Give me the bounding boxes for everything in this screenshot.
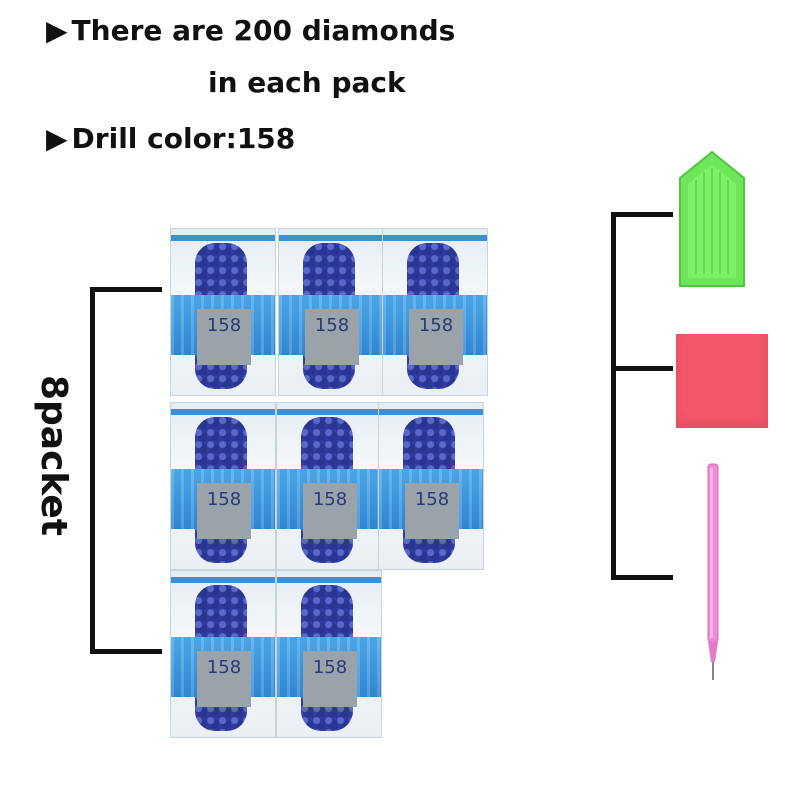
packet-label: 158 (303, 483, 357, 539)
packet-code: 158 (414, 489, 450, 510)
packet-code: 158 (206, 315, 242, 336)
diamond-packet: 158 (170, 402, 276, 570)
diamond-packet: 158 (276, 402, 382, 570)
right-bracket-vertical (611, 212, 616, 580)
packet-label: 158 (197, 309, 251, 365)
left-bracket-top (90, 287, 162, 292)
packet-zip-strip (279, 235, 383, 241)
right-bracket-middle (611, 366, 673, 371)
packet-zip-strip (379, 409, 483, 415)
packet-label: 158 (303, 651, 357, 707)
packet-zip-strip (171, 235, 275, 241)
diamond-packet: 158 (378, 402, 484, 570)
header-line-2: in each pack (208, 66, 406, 99)
packet-label: 158 (409, 309, 463, 365)
packet-zip-strip (171, 409, 275, 415)
right-bracket-bottom (611, 575, 673, 580)
packet-label: 158 (197, 651, 251, 707)
packet-code: 158 (206, 657, 242, 678)
packet-label: 158 (305, 309, 359, 365)
bullet-triangle-icon: ▶ (46, 14, 68, 47)
drill-pen-icon (707, 463, 719, 680)
header-line-1: ▶There are 200 diamonds (46, 14, 455, 47)
packet-zip-strip (383, 235, 487, 241)
header-text-1: There are 200 diamonds (71, 14, 456, 47)
left-bracket-bottom (90, 649, 162, 654)
diamond-packet: 158 (382, 228, 488, 396)
packet-code: 158 (206, 489, 242, 510)
packet-zip-strip (277, 577, 381, 583)
bullet-triangle-icon: ▶ (46, 122, 68, 155)
packet-count-text: 8packet (33, 374, 75, 536)
header-text-3: Drill color:158 (71, 122, 296, 155)
packet-count-label: 8packet (33, 370, 75, 540)
packet-code: 158 (312, 489, 348, 510)
right-bracket-top (611, 212, 673, 217)
packet-zip-strip (277, 409, 381, 415)
packet-zip-strip (171, 577, 275, 583)
diamond-packet: 158 (170, 228, 276, 396)
diamond-packet: 158 (278, 228, 384, 396)
header-text-2: in each pack (208, 66, 406, 99)
left-bracket-vertical (90, 287, 95, 654)
diamond-packet: 158 (276, 570, 382, 738)
wax-clay-icon (676, 334, 768, 428)
header-line-3: ▶Drill color:158 (46, 122, 295, 155)
tray-icon (679, 150, 745, 287)
packet-code: 158 (418, 315, 454, 336)
packet-label: 158 (197, 483, 251, 539)
diamond-packet: 158 (170, 570, 276, 738)
packet-code: 158 (312, 657, 348, 678)
packet-code: 158 (314, 315, 350, 336)
packet-label: 158 (405, 483, 459, 539)
